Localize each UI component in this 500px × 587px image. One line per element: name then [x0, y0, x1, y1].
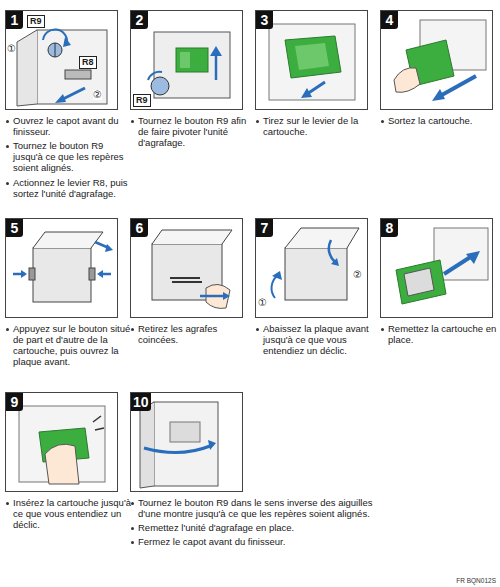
- bullet-dot: [131, 328, 134, 331]
- bullet-dot: [256, 328, 259, 331]
- bullet-dot: [131, 502, 134, 505]
- instruction-text: Remettez l'unité d'agrafage en place.: [130, 522, 388, 533]
- part-label: R8: [79, 56, 97, 69]
- callout-number: ②: [353, 270, 362, 280]
- instruction-text: Tournez le bouton R9 jusqu'à ce que les …: [5, 140, 133, 173]
- document-code: FR BQN012S: [456, 578, 496, 585]
- instruction-text: Tournez le bouton R9 dans le sens invers…: [130, 497, 388, 519]
- step-panel: 6Retirez les agrafes coincées.: [130, 218, 250, 345]
- instruction-text: Tirez sur le levier de la cartouche.: [255, 115, 383, 137]
- bullet-dot: [6, 502, 9, 505]
- step-panel: 10Tournez le bouton R9 dans le sens inve…: [130, 392, 380, 547]
- step-panel: 3Tirez sur le levier de la cartouche.: [255, 10, 375, 137]
- instruction-text: Insérez la cartouche jusqu'à ce que vous…: [5, 497, 133, 530]
- step-panel: 7Abaissez la plaque avant jusqu'à ce que…: [255, 218, 375, 356]
- step-number: 10: [131, 393, 151, 411]
- step-number: 8: [381, 219, 398, 237]
- bullet-dot: [6, 328, 9, 331]
- bullet-dot: [131, 120, 134, 123]
- part-label: R9: [27, 15, 45, 28]
- callout-number: ①: [7, 44, 16, 54]
- step-frame: 4: [380, 10, 493, 110]
- step-panel: 1Ouvrez le capot avant du finisseur.Tour…: [5, 10, 125, 199]
- bullet-dot: [131, 541, 134, 544]
- instruction-text: Appuyez sur le bouton situé de part et d…: [5, 323, 133, 367]
- step-frame: 7: [255, 218, 368, 318]
- instruction-text: Sortez la cartouche.: [380, 115, 500, 126]
- bullet-dot: [6, 182, 9, 185]
- step-number: 7: [256, 219, 273, 237]
- bullet-dot: [6, 145, 9, 148]
- bullet-dot: [6, 120, 9, 123]
- part-label: R9: [133, 94, 151, 107]
- callout-number: ②: [93, 90, 102, 100]
- instruction-text: Ouvrez le capot avant du finisseur.: [5, 115, 133, 137]
- instruction-text: Actionnez le levier R8, puis sortez l'un…: [5, 177, 133, 199]
- step-panel: 5Appuyez sur le bouton situé de part et …: [5, 218, 125, 367]
- instruction-text: Tournez le bouton R9 afin de faire pivot…: [130, 115, 258, 148]
- step-number: 1: [6, 11, 23, 29]
- instruction-text: Fermez le capot avant du finisseur.: [130, 536, 388, 547]
- step-frame: 6: [130, 218, 243, 318]
- step-frame: 3: [255, 10, 368, 110]
- step-number: 6: [131, 219, 148, 237]
- bullet-dot: [131, 527, 134, 530]
- bullet-dot: [256, 120, 259, 123]
- step-panel: 4Sortez la cartouche.: [380, 10, 500, 126]
- instruction-text: Abaissez la plaque avant jusqu'à ce que …: [255, 323, 383, 356]
- step-number: 9: [6, 393, 23, 411]
- instruction-text: Remettez la cartouche en place.: [380, 323, 500, 345]
- step-frame: 9: [5, 392, 118, 492]
- step-number: 4: [381, 11, 398, 29]
- step-frame: 8: [380, 218, 493, 318]
- bullet-dot: [381, 120, 384, 123]
- instruction-text: Retirez les agrafes coincées.: [130, 323, 258, 345]
- step-number: 2: [131, 11, 148, 29]
- step-frame: 10: [130, 392, 243, 492]
- step-number: 3: [256, 11, 273, 29]
- step-panel: 8Remettez la cartouche en place.: [380, 218, 500, 345]
- bullet-dot: [381, 328, 384, 331]
- step-number: 5: [6, 219, 23, 237]
- step-frame: 5: [5, 218, 118, 318]
- callout-number: ①: [258, 298, 267, 308]
- step-panel: 2Tournez le bouton R9 afin de faire pivo…: [130, 10, 250, 148]
- step-panel: 9Insérez la cartouche jusqu'à ce que vou…: [5, 392, 125, 530]
